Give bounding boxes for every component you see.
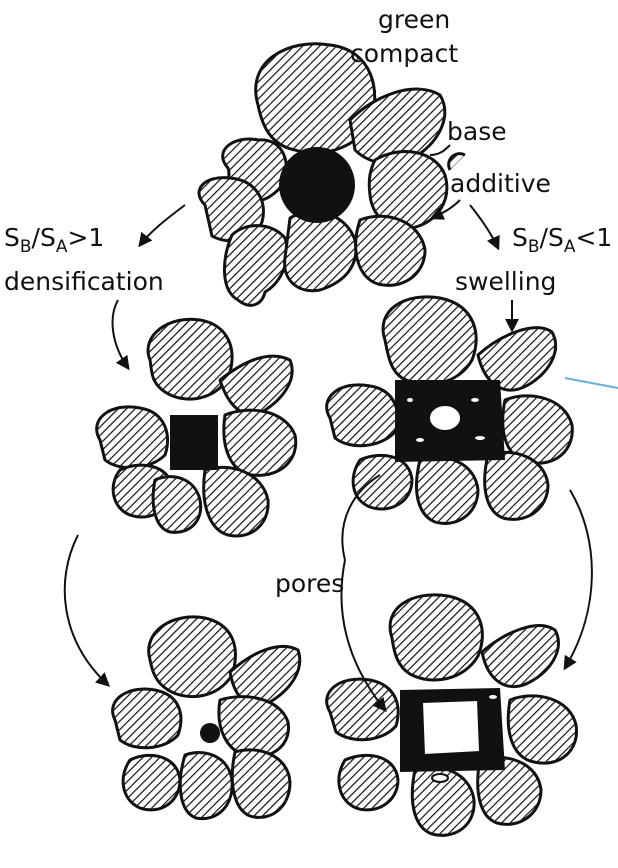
left-ratio-label: SB/SA>1 (4, 223, 104, 257)
left-branch-arrow (140, 205, 185, 245)
additive-label: additive (450, 169, 551, 198)
right-lower-arrow (565, 490, 592, 668)
swollen-final-cluster (327, 595, 577, 835)
densification-label: densification (4, 267, 164, 296)
pores-label: pores (275, 569, 344, 598)
green-compact-label-line2: compact (350, 39, 458, 68)
densification-cluster (97, 319, 296, 536)
swelling-label: swelling (455, 267, 556, 296)
right-branch-arrow (470, 205, 498, 248)
base-label: base (447, 117, 507, 146)
right-ratio-label: SB/SA<1 (512, 223, 612, 257)
densified-final-cluster (113, 617, 300, 819)
densification-arrow (113, 300, 128, 368)
swelling-cluster (327, 297, 573, 524)
accent-line (565, 378, 618, 388)
green-compact-cluster (199, 44, 465, 306)
left-lower-arrow (65, 535, 108, 685)
green-compact-label-line1: green (378, 5, 450, 34)
base-leader (430, 145, 450, 155)
